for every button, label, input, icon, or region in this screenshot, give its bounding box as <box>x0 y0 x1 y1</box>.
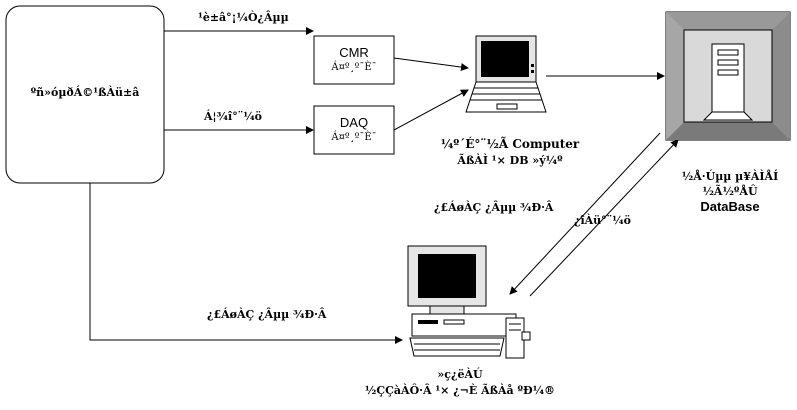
arrow-source-to-client <box>89 183 403 344</box>
arrow-cmr-to-computer <box>393 57 469 72</box>
edge-label-db-to-client: ¿£ÁøÀÇ ¿Âµµ ¾Ð·Â <box>434 201 554 214</box>
database-label-line2: ½Ã½ºÅÛ <box>702 185 758 198</box>
daq-subtitle: Á¤º¸º¯È¯ <box>331 132 377 143</box>
daq-title: DAQ <box>339 115 369 130</box>
arrow-db-to-client <box>509 132 661 295</box>
edge-label-source-to-cmr: ¹è±â°¡¼Ò¿Âµµ <box>198 11 289 24</box>
arrow-client-to-db <box>529 139 679 297</box>
edge-label-source-to-daq: Á¦¾î°¨¼ö <box>204 110 262 123</box>
cmr-subtitle: Á¤º¸º¯È¯ <box>331 62 377 73</box>
computer-label-line2: ÃßÀÌ ¹× DB »ý¼º <box>457 154 563 167</box>
cmr-title: CMR <box>339 45 369 60</box>
source-box-label: ºñ»óµðÁ©¹ßÀü±â <box>30 86 140 99</box>
database-label-line1: ½Å·Úµµ µ¥ÀÌÅÍ <box>681 170 779 183</box>
client-label-line2: ½ÇÇàÀÔ·Â ¹× ¿¬È­ ÃßÀå ºÐ¼® <box>364 384 556 397</box>
database-label-line3: DataBase <box>700 199 760 214</box>
database-server-icon <box>665 11 791 141</box>
desktop-computer-icon <box>407 245 531 359</box>
edge-label-client-to-db: ¿îÀü°¨¼ö <box>574 214 631 227</box>
cmr-box <box>313 35 395 85</box>
edge-label-source-to-client: ¿£ÁøÀÇ ¿Âµµ ¾Ð·Â <box>207 308 327 321</box>
arrow-daq-to-computer <box>393 89 469 131</box>
source-box <box>5 5 165 184</box>
computer-label-line1: ¼º´É°¨½Ã Computer <box>440 137 580 151</box>
daq-box <box>313 105 395 155</box>
client-label-line1: »ç¿ëÀÚ <box>437 368 483 381</box>
laptop-icon <box>465 35 547 113</box>
